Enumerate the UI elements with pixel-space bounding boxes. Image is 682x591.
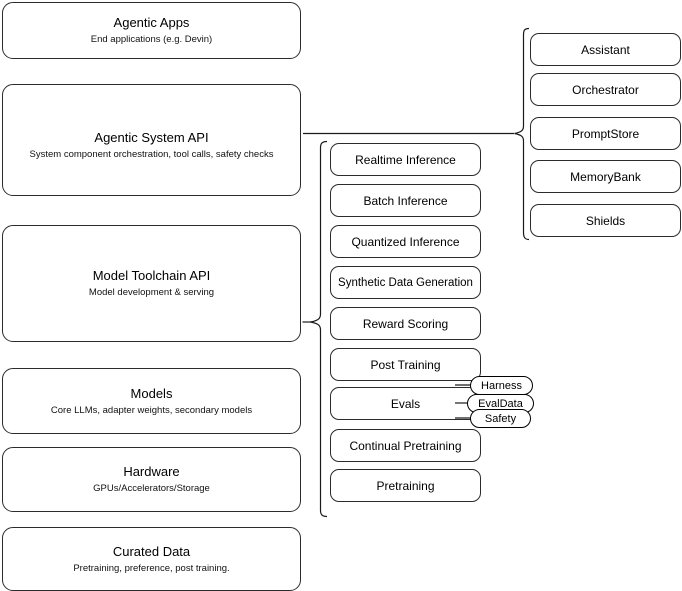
layer-title: Model Toolchain API (92, 268, 211, 283)
layer-models[interactable]: Models Core LLMs, adapter weights, secon… (2, 368, 301, 434)
eval-subcomponent-label: EvalData (478, 397, 523, 410)
toolchain-item-evals[interactable]: Evals (330, 387, 481, 420)
system-component-label: MemoryBank (570, 169, 641, 184)
toolchain-item-label: Pretraining (376, 478, 435, 493)
system-component-promptstore[interactable]: PromptStore (530, 117, 681, 150)
toolchain-item-quantized-inference[interactable]: Quantized Inference (330, 225, 481, 258)
system-component-shields[interactable]: Shields (530, 204, 681, 237)
layer-agentic-system-api[interactable]: Agentic System API System component orch… (2, 84, 301, 196)
layer-title: Models (130, 385, 173, 401)
eval-subcomponent-safety[interactable]: Safety (470, 409, 531, 428)
layer-text: Hardware GPUs/Accelerators/Storage (93, 464, 210, 495)
layer-subtitle: Core LLMs, adapter weights, secondary mo… (50, 404, 253, 416)
toolchain-item-label: Evals (390, 396, 421, 411)
system-component-label: Assistant (581, 42, 630, 57)
layer-subtitle: Pretraining, preference, post training. (73, 562, 230, 574)
system-component-orchestrator[interactable]: Orchestrator (530, 73, 681, 106)
layer-hardware[interactable]: Hardware GPUs/Accelerators/Storage (2, 447, 301, 512)
brace-system-components (514, 27, 530, 241)
layer-title: Hardware (123, 464, 180, 479)
layer-agentic-apps[interactable]: Agentic Apps End applications (e.g. Devi… (2, 2, 301, 59)
layer-model-toolchain-api[interactable]: Model Toolchain API Model development & … (2, 225, 301, 342)
layer-title: Curated Data (112, 543, 191, 559)
toolchain-item-label: Batch Inference (363, 193, 448, 208)
layer-curated-data[interactable]: Curated Data Pretraining, preference, po… (2, 527, 301, 591)
system-component-label: Shields (585, 213, 626, 228)
toolchain-item-continual-pretraining[interactable]: Continual Pretraining (330, 429, 481, 462)
toolchain-item-label: Realtime Inference (355, 152, 456, 167)
toolchain-item-label: Quantized Inference (351, 234, 460, 249)
eval-subcomponent-harness[interactable]: Harness (470, 376, 533, 395)
layer-text: Agentic System API System component orch… (30, 130, 274, 161)
toolchain-item-synthetic-data-generation[interactable]: Synthetic Data Generation (330, 266, 481, 299)
brace-toolchain-components (310, 140, 328, 518)
layer-subtitle: Model development & serving (88, 287, 215, 298)
system-component-label: PromptStore (571, 126, 640, 141)
toolchain-item-label: Continual Pretraining (349, 438, 462, 453)
layer-subtitle: End applications (e.g. Devin) (90, 34, 213, 45)
layer-subtitle: System component orchestration, tool cal… (29, 149, 274, 160)
layer-text: Model Toolchain API Model development & … (89, 268, 214, 299)
system-component-label: Orchestrator (572, 82, 639, 97)
layer-text: Models Core LLMs, adapter weights, secon… (51, 386, 252, 417)
toolchain-item-post-training[interactable]: Post Training (330, 348, 481, 381)
layer-text: Curated Data Pretraining, preference, po… (73, 544, 229, 575)
toolchain-item-label: Post Training (370, 357, 441, 372)
system-component-assistant[interactable]: Assistant (530, 33, 681, 66)
layer-subtitle: GPUs/Accelerators/Storage (93, 483, 210, 494)
toolchain-item-batch-inference[interactable]: Batch Inference (330, 184, 481, 217)
eval-subcomponent-label: Safety (484, 412, 517, 425)
toolchain-item-realtime-inference[interactable]: Realtime Inference (330, 143, 481, 176)
system-component-memorybank[interactable]: MemoryBank (530, 160, 681, 193)
toolchain-item-label: Synthetic Data Generation (338, 276, 473, 289)
toolchain-item-reward-scoring[interactable]: Reward Scoring (330, 307, 481, 340)
layer-title: Agentic System API (94, 130, 209, 145)
toolchain-item-pretraining[interactable]: Pretraining (330, 469, 481, 502)
layer-text: Agentic Apps End applications (e.g. Devi… (91, 15, 212, 46)
layer-title: Agentic Apps (113, 15, 190, 30)
eval-subcomponent-label: Harness (481, 379, 522, 392)
toolchain-item-label: Reward Scoring (362, 316, 449, 331)
